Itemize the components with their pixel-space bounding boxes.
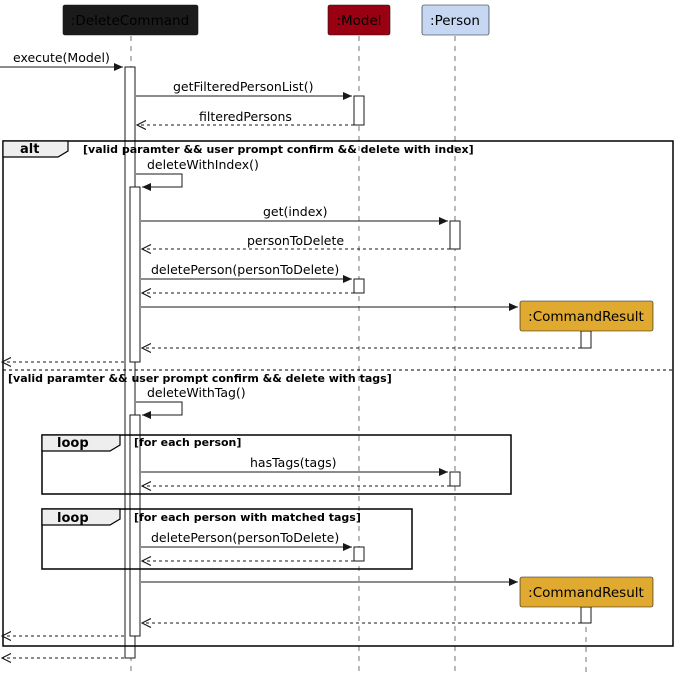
return-person-to-delete: personToDelete — [142, 233, 450, 249]
activation-delete-with-tag — [129, 414, 141, 637]
loop2-frame-label: loop — [57, 511, 89, 526]
participant-label: :CommandResult — [528, 585, 644, 601]
message-label: personToDelete — [247, 233, 344, 248]
participant-person: :Person — [421, 4, 490, 36]
alt-frame-label: alt — [20, 142, 39, 157]
participant-model: :Model — [327, 4, 391, 36]
message-has-tags: hasTags(tags) — [141, 455, 448, 476]
participant-command-result-1: :CommandResult — [519, 300, 654, 332]
activation-command-result-2 — [580, 606, 592, 624]
loop1-guard: [for each person] — [134, 436, 241, 449]
message-label: execute(Model) — [13, 50, 110, 65]
message-label: filteredPersons — [199, 109, 292, 124]
message-delete-person-2: deletePerson(personToDelete) — [141, 530, 352, 551]
loop1-frame-label: loop — [57, 436, 89, 451]
alt-guard-index: [valid paramter && user prompt confirm &… — [83, 143, 474, 156]
participant-command-result-2: :CommandResult — [519, 576, 654, 608]
activation-delete-with-index — [129, 186, 141, 363]
participant-label: :DeleteCommand — [71, 13, 189, 29]
message-delete-with-tag: deleteWithTag() — [136, 385, 246, 419]
message-execute: execute(Model) — [0, 50, 123, 71]
loop-frame-2: loop [for each person with matched tags] — [41, 508, 413, 570]
message-label: get(index) — [263, 204, 327, 219]
participant-label: :CommandResult — [528, 309, 644, 325]
message-label: deleteWithIndex() — [147, 157, 259, 172]
return-filtered-persons: filteredPersons — [137, 109, 354, 125]
message-label: getFilteredPersonList() — [173, 79, 313, 94]
participant-delete-command: :DeleteCommand — [62, 4, 199, 36]
message-label: hasTags(tags) — [250, 455, 337, 470]
alt-frame: alt [valid paramter && user prompt confi… — [2, 140, 674, 647]
message-get-index: get(index) — [141, 204, 448, 225]
activation-person-has-tags — [449, 471, 461, 487]
loop2-guard: [for each person with matched tags] — [134, 511, 361, 524]
activation-person-get — [449, 220, 461, 250]
activation-command-result-1 — [580, 330, 592, 349]
participant-label: :Model — [336, 13, 381, 29]
activation-model-delete-1 — [353, 278, 365, 294]
participant-label: :Person — [430, 13, 480, 29]
alt-guard-tags: [valid paramter && user prompt confirm &… — [8, 372, 392, 385]
message-delete-person-1: deletePerson(personToDelete) — [141, 262, 352, 283]
activation-model-delete-2 — [353, 546, 365, 562]
message-label: deletePerson(personToDelete) — [151, 530, 339, 545]
message-get-filtered-person-list: getFilteredPersonList() — [136, 79, 352, 100]
message-delete-with-index: deleteWithIndex() — [136, 157, 259, 191]
message-label: deletePerson(personToDelete) — [151, 262, 339, 277]
loop-frame-1: loop [for each person] — [41, 434, 512, 495]
activation-model-get-filtered — [353, 95, 365, 126]
message-label: deleteWithTag() — [147, 385, 246, 400]
